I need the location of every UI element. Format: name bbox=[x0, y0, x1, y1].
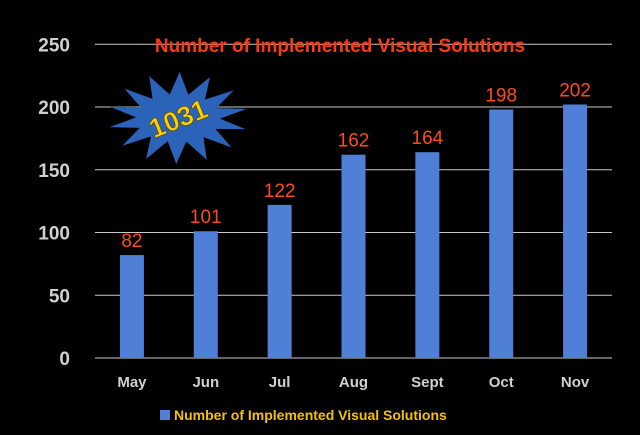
bar-jun bbox=[193, 231, 218, 358]
bar-aug bbox=[341, 154, 366, 358]
bars bbox=[119, 104, 588, 359]
bar-may bbox=[119, 255, 144, 358]
y-tick-label: 100 bbox=[38, 224, 70, 245]
legend: Number of Implemented Visual Solutions bbox=[160, 407, 447, 423]
y-tick-label: 0 bbox=[59, 349, 70, 370]
bar-sept bbox=[415, 152, 440, 358]
data-label: 101 bbox=[190, 207, 222, 228]
data-label: 122 bbox=[264, 181, 296, 202]
data-label: 202 bbox=[559, 80, 591, 101]
data-label: 162 bbox=[338, 131, 370, 152]
x-tick-label: Sept bbox=[411, 374, 444, 391]
y-tick-label: 50 bbox=[49, 286, 70, 307]
x-tick-label: May bbox=[117, 374, 147, 391]
y-axis: 0 50 100 150 200 250 bbox=[38, 35, 70, 370]
bar-nov bbox=[563, 104, 588, 359]
legend-label: Number of Implemented Visual Solutions bbox=[174, 407, 447, 423]
y-tick-label: 150 bbox=[38, 161, 70, 182]
x-axis: May Jun Jul Aug Sept Oct Nov bbox=[117, 374, 590, 391]
y-tick-label: 200 bbox=[38, 98, 70, 119]
data-label: 82 bbox=[121, 231, 142, 252]
x-tick-label: Jul bbox=[269, 374, 291, 391]
starburst-annotation: 1031 bbox=[109, 72, 247, 164]
bar-jul bbox=[267, 204, 292, 358]
data-labels: 82 101 122 162 164 198 202 bbox=[121, 80, 591, 252]
x-tick-label: Nov bbox=[561, 374, 590, 391]
x-tick-label: Oct bbox=[489, 374, 514, 391]
y-tick-label: 250 bbox=[38, 35, 70, 56]
chart-title: Number of Implemented Visual Solutions bbox=[155, 36, 525, 57]
x-tick-label: Aug bbox=[339, 374, 368, 391]
data-label: 198 bbox=[485, 86, 517, 107]
x-tick-label: Jun bbox=[192, 374, 219, 391]
starburst-shape bbox=[109, 72, 247, 164]
data-label: 164 bbox=[412, 128, 444, 149]
legend-swatch bbox=[160, 410, 170, 420]
bar-oct bbox=[489, 109, 514, 358]
